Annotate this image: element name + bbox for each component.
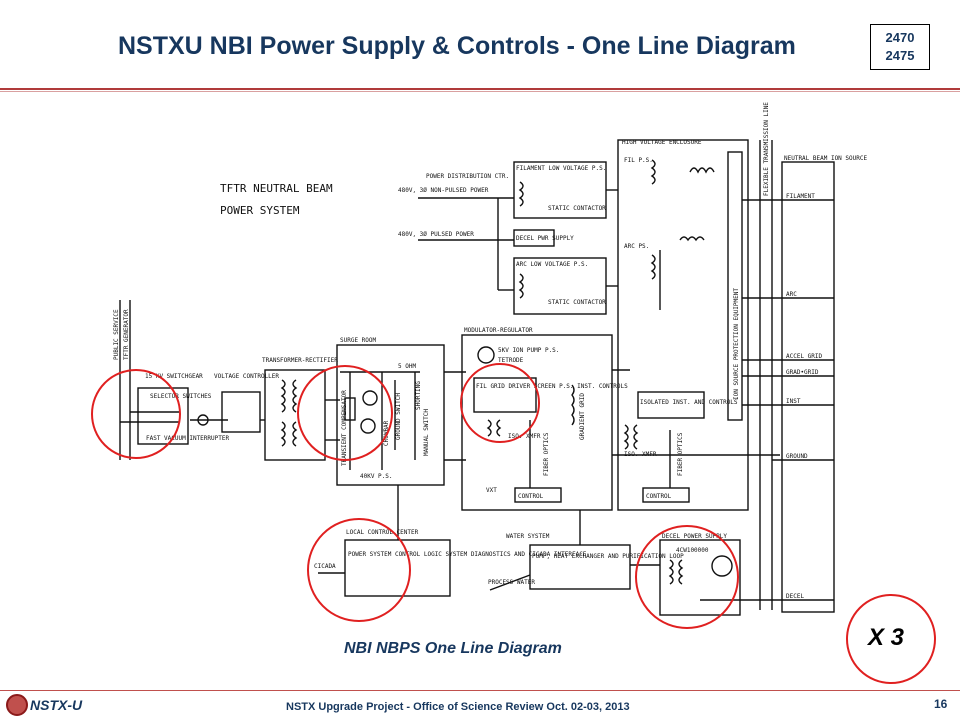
ground-label: GROUND xyxy=(786,453,808,460)
nonpulsed-power-label: 480V, 3Ø NON-PULSED POWER xyxy=(398,187,489,194)
fil-ps-label: FIL P.S. xyxy=(624,157,653,164)
nstx-logo-icon xyxy=(6,694,28,716)
gradient-grid-label: GRADIENT GRID xyxy=(579,393,586,440)
selector-switches-label: SELECTOR SWITCHES xyxy=(150,393,212,400)
transformer-rectifier-label: TRANSFORMER-RECTIFIER xyxy=(262,357,338,364)
tftr-generator-label: TFTR GENERATOR xyxy=(123,309,130,360)
surge-room-box xyxy=(336,344,445,486)
ground-switch-label: GROUND SWITCH xyxy=(395,393,402,440)
decel-pwr-supply-box xyxy=(513,229,555,247)
tetrode-tube xyxy=(477,346,495,364)
local-control-center-label: LOCAL CONTROL CENTER xyxy=(346,529,419,536)
highlight-circle-decel xyxy=(635,525,739,629)
footer-rule xyxy=(0,690,960,691)
control-box-2 xyxy=(642,487,690,503)
fast-breaker xyxy=(197,414,209,426)
hv-enclosure-box xyxy=(617,139,749,511)
process-water-label: PROCESS WATER xyxy=(488,579,535,586)
logo-text: NSTX-U xyxy=(30,697,83,713)
isolated-inst-label: ISOLATED INST. AND CONTROLS xyxy=(640,399,738,406)
ion-source-protection-label: ION SOURCE PROTECTION EQUIPMENT xyxy=(733,288,740,400)
arc-ps-label: ARC PS. xyxy=(624,243,649,250)
vxt-label: VXT xyxy=(486,487,497,494)
wbs-number-2: 2475 xyxy=(885,48,915,63)
control-2-label: CONTROL xyxy=(646,493,672,500)
iso-xmfr-2-label: ISO. XMFR xyxy=(624,451,657,458)
switchgear-label: 15 KV SWITCHGEAR xyxy=(145,373,203,380)
transformer-coil-1 xyxy=(280,379,286,413)
inst-label: INST xyxy=(786,398,801,405)
fil-grid-driver-box xyxy=(473,377,537,413)
modulator-regulator-label: MODULATOR-REGULATOR xyxy=(464,327,533,334)
tetrode-label: TETRODE xyxy=(498,357,524,364)
shorting-label: SHORTING xyxy=(415,381,422,410)
control-box-1 xyxy=(514,487,562,503)
flexible-line-label: FLEXIBLE TRANSMISSION LINE xyxy=(763,102,770,196)
surge-ps-label: 40KV P.S. xyxy=(360,473,393,480)
transformer-coil-2 xyxy=(292,379,298,413)
decel-power-supply-label: DECEL POWER SUPPLY xyxy=(662,533,727,540)
wbs-number-box: 2470 2475 xyxy=(870,24,930,70)
neutral-beam-ion-source-box xyxy=(781,161,835,613)
footer-text: NSTX Upgrade Project - Office of Science… xyxy=(286,701,630,713)
static-contactor-2-label: STATIC CONTACTOR xyxy=(548,299,606,306)
water-text: PUMP, HEAT EXCHANGER AND PURIFICATION LO… xyxy=(532,553,684,560)
voltage-controller-box xyxy=(221,391,261,433)
surge-ohm-label: 5 OHM xyxy=(398,363,416,370)
page-title: NSTXU NBI Power Supply & Controls - One … xyxy=(118,32,796,60)
decel-label: DECEL xyxy=(786,593,804,600)
highlight-circle-surge-room xyxy=(297,365,393,461)
modulator-regulator-box xyxy=(461,334,613,511)
x3-badge-circle xyxy=(846,594,936,684)
highlight-circle-switchgear xyxy=(91,369,181,459)
arc-lv-label: ARC LOW VOLTAGE P.S. xyxy=(516,261,588,268)
fast-vacuum-label: FAST VACUUM INTERRUPTER xyxy=(146,435,229,442)
manual-switch-label: MANUAL SWITCH xyxy=(423,409,430,456)
public-service-label: PUBLIC SERVICE xyxy=(113,309,120,360)
iso-xmfr-label: ISO. XMFR xyxy=(508,433,541,440)
cicada-label: CICADA xyxy=(314,563,336,570)
highlight-circle-modulator xyxy=(460,363,540,443)
control-1-label: CONTROL xyxy=(518,493,544,500)
ion-pump-label: 5KV ION PUMP P.S. xyxy=(498,347,559,354)
fiber-optics-2-label: FIBER OPTICS xyxy=(677,432,684,476)
diagram-title-1: TFTR NEUTRAL BEAM xyxy=(220,182,333,195)
power-distribution-label: POWER DISTRIBUTION CTR. xyxy=(426,173,509,180)
pulsed-power-label: 480V, 3Ø PULSED POWER xyxy=(398,231,474,238)
switchgear-box xyxy=(137,387,189,445)
decel-tube xyxy=(711,555,733,577)
grad-grid-label: GRAD•GRID xyxy=(786,369,819,376)
wbs-number-1: 2470 xyxy=(885,30,915,45)
decel-tube-label: 4CW100000 xyxy=(676,547,709,554)
fiber-optics-1-label: FIBER OPTICS xyxy=(543,432,550,476)
decel-power-supply-box xyxy=(659,539,741,616)
x3-badge-label: X 3 xyxy=(868,624,905,651)
surge-room-label: SURGE ROOM xyxy=(340,337,377,344)
accel-grid-label: ACCEL GRID xyxy=(786,353,823,360)
decel-pwr-supply-label: DECEL PWR SUPPLY xyxy=(516,235,574,242)
fil-grid-driver-label: FIL GRID DRIVER SCREEN P.S. INST. CONTRO… xyxy=(476,383,628,390)
transient-comp-label: TRANSIENT COMPENSATOR xyxy=(341,390,348,466)
neutral-beam-label: NEUTRAL BEAM ION SOURCE xyxy=(784,155,867,162)
water-system-label: WATER SYSTEM xyxy=(506,533,550,540)
isolated-inst-box xyxy=(637,391,705,419)
filament-label: FILAMENT xyxy=(786,193,815,200)
title-rule xyxy=(0,88,960,90)
hv-enclosure-label: HIGH VOLTAGE ENCLOSURE xyxy=(622,139,702,146)
arc-label: ARC xyxy=(786,291,797,298)
diagram-title-2: POWER SYSTEM xyxy=(220,204,300,217)
voltage-controller-label: VOLTAGE CONTROLLER xyxy=(214,373,279,380)
local-control-center-box xyxy=(344,539,451,597)
page-number: 16 xyxy=(934,697,948,711)
transformer-rectifier-box xyxy=(264,369,326,461)
crowbar-device xyxy=(362,390,378,406)
static-contactor-1-label: STATIC CONTACTOR xyxy=(548,205,606,212)
highlight-circle-local-control xyxy=(307,518,411,622)
lcc-text: POWER SYSTEM CONTROL LOGIC SYSTEM DIAGNO… xyxy=(348,551,587,558)
filament-lv-label: FILAMENT LOW VOLTAGE P.S. xyxy=(516,165,606,172)
diagram-caption: NBI NBPS One Line Diagram xyxy=(344,640,562,657)
ion-source-protection-bar xyxy=(727,151,743,421)
title-rule-thin xyxy=(0,91,960,92)
